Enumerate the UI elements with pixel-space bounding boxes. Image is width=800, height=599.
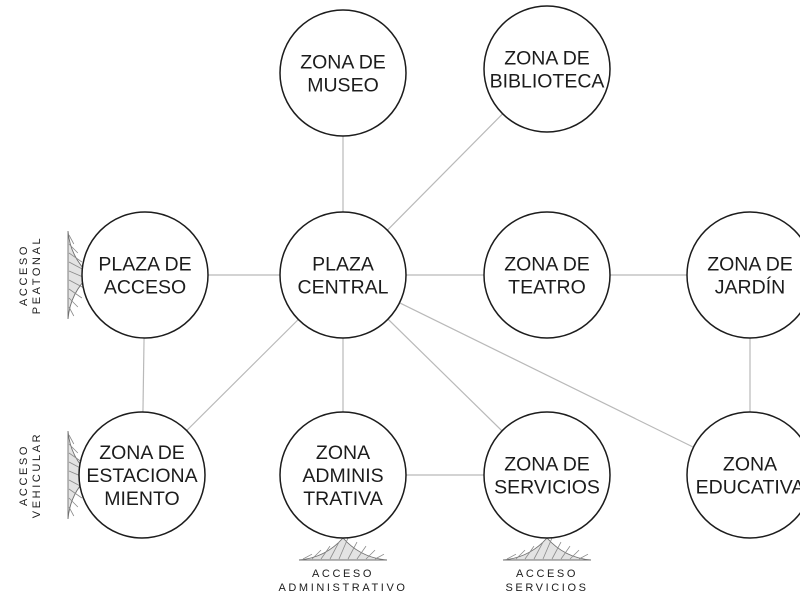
access-label-line: PEATONAL — [31, 236, 43, 314]
node-label: ZONA DE — [300, 52, 386, 74]
node-label: MIENTO — [104, 488, 179, 510]
node-circle — [686, 211, 800, 339]
access-arc-icon — [502, 537, 592, 561]
node-circle — [483, 211, 611, 339]
node-label: ZONA DE — [504, 254, 590, 276]
node-circle — [279, 9, 407, 137]
edge-plaza-central-educativa — [342, 274, 751, 476]
node-label: ACCESO — [104, 277, 186, 299]
node-label: EDUCATIVA — [696, 477, 800, 499]
node-label: ADMINIS — [302, 465, 383, 487]
access-label-line: ACCESO — [516, 568, 578, 580]
node-label: MUSEO — [307, 75, 379, 97]
node-circle — [686, 411, 800, 539]
access-administrativo: ACCESO ADMINISTRATIVO — [278, 537, 407, 594]
node-label: TRATIVA — [303, 488, 382, 510]
access-servicios: ACCESO SERVICIOS — [502, 537, 592, 594]
node-label: ZONA DE — [707, 254, 793, 276]
node-label: BIBLIOTECA — [490, 71, 605, 93]
node-label: CENTRAL — [297, 277, 388, 299]
node-label: ZONA DE — [504, 48, 590, 70]
node-circle — [81, 211, 209, 339]
node-label: ESTACIONA — [86, 465, 197, 487]
node-circle — [279, 211, 407, 339]
node-label: JARDÍN — [715, 276, 785, 299]
access-label-line: ACCESO — [18, 444, 30, 506]
access-label-line: ADMINISTRATIVO — [278, 582, 407, 594]
node-circle — [279, 411, 407, 539]
node-label: PLAZA — [312, 254, 374, 276]
node-circle — [483, 5, 611, 133]
node-label: TEATRO — [508, 277, 586, 299]
access-arc-icon — [298, 537, 388, 561]
diagram-edges — [141, 68, 751, 476]
node-label: ZONA — [316, 442, 370, 464]
access-label-line: VEHICULAR — [31, 432, 43, 518]
node-label: ZONA DE — [99, 442, 185, 464]
access-label: ACCESO ADMINISTRATIVO — [278, 568, 407, 594]
access-label: ACCESO SERVICIOS — [505, 568, 588, 594]
node-label: ZONA — [723, 454, 777, 476]
node-label: PLAZA DE — [98, 254, 191, 276]
node-circle — [483, 411, 611, 539]
node-label: SERVICIOS — [494, 477, 600, 499]
access-label-line: ACCESO — [18, 244, 30, 306]
access-label-line: SERVICIOS — [505, 582, 588, 594]
node-label: ZONA DE — [504, 454, 590, 476]
access-label-line: ACCESO — [312, 568, 374, 580]
node-circle — [78, 411, 206, 539]
